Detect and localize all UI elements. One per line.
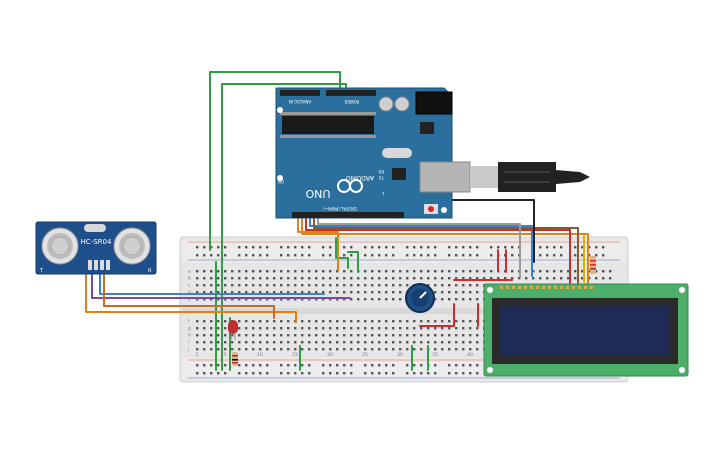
wires: [85, 71, 589, 371]
led-rx-label: RX: [378, 169, 384, 174]
red-wire-1: [305, 215, 571, 291]
orange-wire-lcd: [301, 215, 589, 291]
row-letter: e: [188, 298, 191, 303]
lcd-pin: [512, 286, 515, 289]
arduino-uno[interactable]: ARDUINO UNO POWER ANALOG IN DIGITAL (PWM…: [275, 87, 590, 219]
arduino-model-label: UNO: [305, 187, 330, 200]
column-number: 10: [257, 352, 263, 358]
blue-wire-lcd: [309, 215, 533, 277]
purple-wire-trig: [91, 269, 351, 299]
usb-port: [419, 161, 471, 193]
lcd-pin: [590, 286, 593, 289]
sensor-pins[interactable]: [88, 260, 110, 270]
sensor-model-label: HC-SR04: [81, 238, 112, 246]
red-led[interactable]: [228, 320, 238, 340]
capacitor: [378, 96, 394, 112]
row-letter: b: [188, 276, 191, 282]
usb-plug: [498, 162, 556, 192]
analog-header: [280, 90, 320, 96]
capacitor: [394, 96, 410, 112]
row-letter: c: [188, 284, 191, 289]
green-wire-a: [335, 237, 349, 269]
lcd-16x2[interactable]: [483, 283, 689, 377]
lcd-pin: [536, 286, 539, 289]
row-letter: h: [188, 333, 191, 339]
sensor-t-label: T: [39, 268, 44, 274]
led-on-label: ON: [278, 179, 284, 184]
led-tx-label: TX: [379, 175, 385, 180]
row-letter: f: [188, 319, 190, 325]
small-chip: [392, 168, 406, 180]
power-label: POWER: [344, 99, 359, 104]
column-number: 35: [432, 352, 438, 358]
potentiometer[interactable]: [405, 283, 435, 313]
lcd-screen: [500, 306, 670, 356]
lcd-pin: [578, 286, 581, 289]
column-number: 30: [397, 352, 403, 358]
digital-label: DIGITAL (PWM~): [323, 206, 357, 211]
usb-cable: [470, 166, 498, 188]
atmega-chip: [282, 116, 374, 134]
crystal: [84, 224, 106, 232]
orange-wire-arduino: [297, 213, 339, 271]
lcd-pin: [518, 286, 521, 289]
lcd-pin: [542, 286, 545, 289]
gray-wire-lcd: [317, 215, 521, 277]
column-number: 40: [467, 352, 473, 358]
row-letter: a: [188, 270, 191, 275]
green-wire-b: [347, 251, 359, 273]
row-letter: i: [188, 340, 189, 346]
row-letter: g: [188, 327, 191, 332]
row-letter: d: [188, 290, 191, 296]
led-l-label: L: [381, 191, 384, 196]
resistor-led[interactable]: [232, 352, 238, 366]
arduino-logo: [337, 179, 363, 193]
power-header: [326, 90, 376, 96]
resistor-lcd[interactable]: [590, 256, 596, 274]
brown-wire-trig: [103, 269, 275, 319]
transmitter: [41, 227, 79, 265]
column-number: 1: [196, 352, 199, 358]
lcd-pin: [572, 286, 575, 289]
column-number: 25: [362, 352, 368, 358]
lcd-pin: [554, 286, 557, 289]
column-number: 20: [327, 352, 333, 358]
column-number: 5: [224, 352, 227, 358]
blue-wire-sensor: [99, 269, 325, 295]
column-number: 15: [292, 352, 298, 358]
sensor-r-label: R: [148, 268, 152, 274]
regulator: [420, 122, 434, 134]
power-jack: [415, 91, 453, 115]
lcd-pin: [524, 286, 527, 289]
arduino-brand-label: ARDUINO: [346, 174, 375, 181]
lcd-pin: [560, 286, 563, 289]
lcd-pins: [500, 286, 593, 289]
lcd-pin: [506, 286, 509, 289]
crystal: [382, 148, 412, 158]
lcd-pin: [530, 286, 533, 289]
brown-wire-lcd: [313, 215, 579, 291]
analog-in-label: ANALOG IN: [289, 99, 311, 104]
digital-header: [292, 212, 404, 218]
lcd-pin: [548, 286, 551, 289]
lcd-pin: [566, 286, 569, 289]
row-letter: j: [187, 347, 189, 353]
lcd-pin: [500, 286, 503, 289]
hc-sr04-sensor[interactable]: HC-SR04 T R: [35, 221, 157, 275]
receiver: [113, 227, 151, 265]
lcd-pin: [584, 286, 587, 289]
